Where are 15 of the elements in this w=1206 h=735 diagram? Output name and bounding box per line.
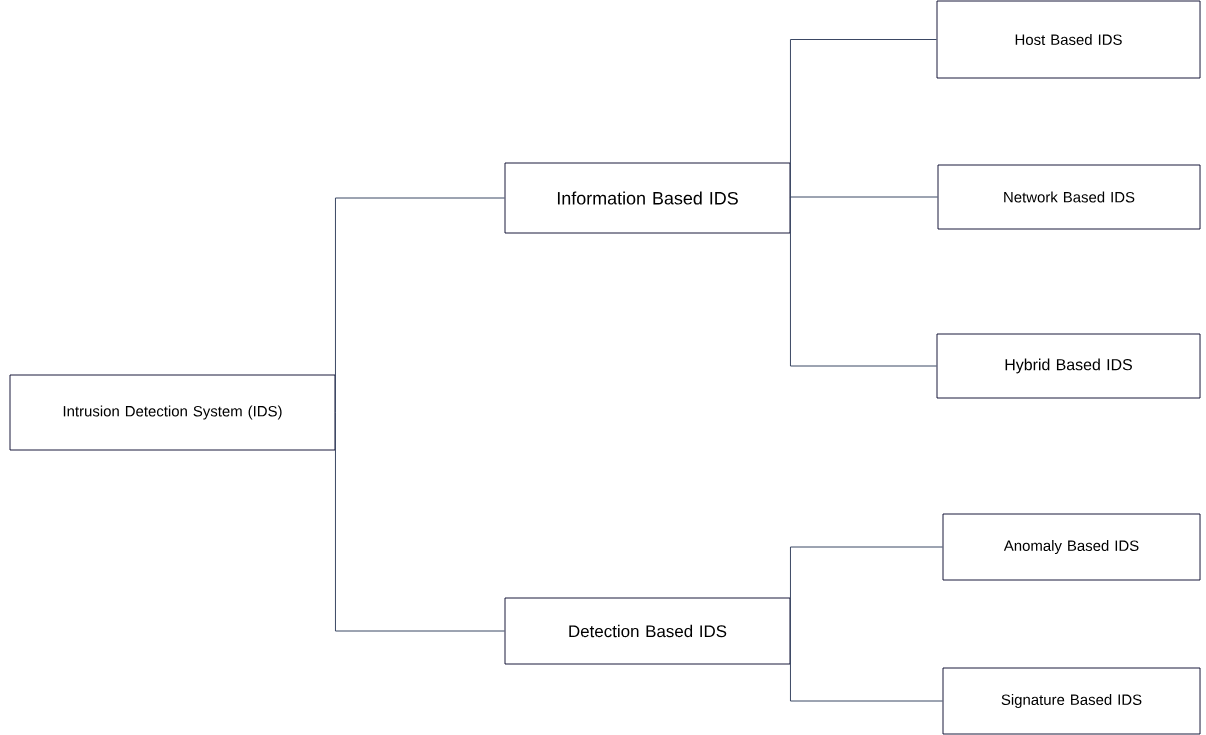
connector-line (789, 546, 944, 632)
category-box: Detection Based IDS (504, 597, 791, 665)
category-box: Information Based IDS (504, 162, 791, 234)
category-box: Anomaly Based IDS (942, 513, 1201, 581)
category-box: Signature Based IDS (942, 667, 1201, 735)
category-box: Hybrid Based IDS (936, 333, 1201, 399)
connector-line (789, 630, 944, 702)
connector-line (334, 197, 506, 413)
connector-line (789, 197, 938, 367)
connector-line (334, 412, 506, 632)
connector-line (789, 196, 939, 199)
connector-line (789, 39, 938, 199)
category-box: Intrusion Detection System (IDS) (9, 374, 336, 451)
category-box: Network Based IDS (937, 164, 1201, 230)
category-box: Host Based IDS (936, 0, 1201, 79)
